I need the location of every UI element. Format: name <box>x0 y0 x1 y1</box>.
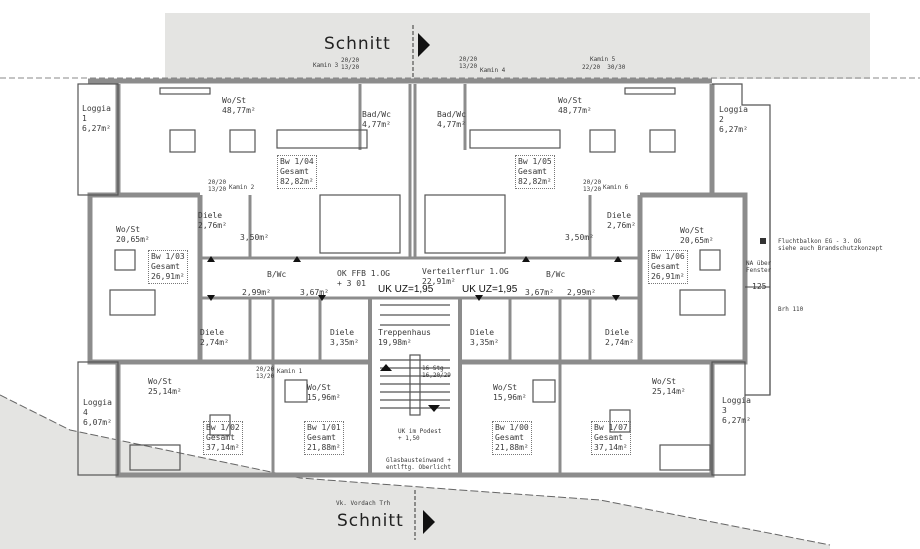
floor-level-annotation: OK FFB 1.OG + 3 01 <box>337 269 390 288</box>
unit-id: Bw 1/06 <box>651 252 685 261</box>
room-loggia-3: Loggia 3 6,27m² <box>722 396 751 425</box>
glass-wall-annotation: Glasbausteinwand + entlftg. Oberlicht <box>386 457 452 471</box>
unit-summary: Bw 1/06 Gesamt 26,91m² <box>648 250 688 284</box>
room-bath: Bad/Wc 4,77m² <box>362 110 391 129</box>
room-living: Wo/St 20,65m² <box>116 225 150 244</box>
room-bath: 3,50m² <box>565 233 594 242</box>
section-arrow-icon <box>418 33 430 57</box>
room-living: Wo/St 48,77m² <box>222 96 256 115</box>
chimney-label: Kamin 6 <box>603 184 629 191</box>
room-loggia-4: Loggia 4 6,07m² <box>83 398 112 427</box>
unit-id: Bw 1/04 <box>280 157 314 166</box>
unit-total-label: Gesamt <box>651 262 680 271</box>
unit-id: Bw 1/03 <box>151 252 185 261</box>
unit-area: 26,91m² <box>151 272 185 281</box>
room-living: Wo/St 48,77m² <box>558 96 592 115</box>
unit-total-label: Gesamt <box>518 167 547 176</box>
corridor-door-markers <box>207 256 622 412</box>
unit-total-label: Gesamt <box>151 262 180 271</box>
room-loggia-2: Loggia 2 6,27m² <box>719 105 748 134</box>
room-area: 2,99m² <box>567 288 596 297</box>
unit-area: 37,14m² <box>594 443 628 452</box>
chimney-size: 20/20 13/20 <box>459 56 478 70</box>
unit-area: 21,88m² <box>307 443 341 452</box>
unit-summary: Bw 1/02 Gesamt 37,14m² <box>203 421 243 455</box>
room-hall: Diele 2,74m² <box>200 328 229 347</box>
room-living: Wo/St 20,65m² <box>680 226 714 245</box>
chimney-label: Kamin 1 <box>277 368 303 375</box>
escape-balcony-annotation: Fluchtbalkon EG - 3. OG siehe auch Brand… <box>778 238 883 252</box>
unit-area: 82,82m² <box>518 177 552 186</box>
room-loggia-1: Loggia 1 6,27m² <box>82 104 111 133</box>
chimney-size: 20/20 13/20 <box>208 179 227 193</box>
room-living: Wo/St 15,96m² <box>493 383 527 402</box>
top-gray-band <box>165 13 870 79</box>
unit-id: Bw 1/00 <box>495 423 529 432</box>
room-hall: Diele 3,35m² <box>330 328 359 347</box>
stairs-annotation: 16 Stg 16,20/29 <box>422 365 451 379</box>
room-bath: B/Wc <box>267 270 287 279</box>
unit-total-label: Gesamt <box>280 167 309 176</box>
unit-total-label: Gesamt <box>206 433 235 442</box>
room-hall: Diele 2,76m² <box>607 211 636 230</box>
room-area: 3,67m² <box>300 288 329 297</box>
unit-total-label: Gesamt <box>495 433 524 442</box>
chimney-label: Kamin 4 <box>480 67 506 74</box>
unit-area: 26,91m² <box>651 272 685 281</box>
staircase <box>380 304 450 416</box>
dimension-125: 125 <box>752 282 767 291</box>
room-hall: Diele 3,35m² <box>470 328 499 347</box>
chimney-label: Kamin 5 <box>590 56 616 63</box>
unit-total-label: Gesamt <box>594 433 623 442</box>
room-stairwell: Treppenhaus 19,98m² <box>378 328 431 347</box>
unit-summary: Bw 1/07 Gesamt 37,14m² <box>591 421 631 455</box>
chimney-size: 22/20 30/30 <box>582 64 626 71</box>
unit-id: Bw 1/01 <box>307 423 341 432</box>
unit-area: 82,82m² <box>280 177 314 186</box>
landing-annotation: UK im Podest + 1,50 <box>398 428 442 442</box>
chimney-size: 20/20 13/20 <box>341 57 360 71</box>
underside-height-annotation: UK UZ=1,95 <box>378 284 434 295</box>
unit-area: 21,88m² <box>495 443 529 452</box>
unit-summary: Bw 1/05 Gesamt 82,82m² <box>515 155 555 189</box>
section-label-top: Schnitt <box>324 34 391 54</box>
chimney-size: 20/20 13/20 <box>256 366 275 380</box>
unit-summary: Bw 1/01 Gesamt 21,88m² <box>304 421 344 455</box>
room-area: 2,99m² <box>242 288 271 297</box>
room-bath: 3,50m² <box>240 233 269 242</box>
room-area: 3,67m² <box>525 288 554 297</box>
room-living: Wo/St 25,14m² <box>652 377 686 396</box>
room-bath: Bad/Wc 4,77m² <box>437 110 466 129</box>
unit-id: Bw 1/07 <box>594 423 628 432</box>
unit-id: Bw 1/05 <box>518 157 552 166</box>
room-bath: B/Wc <box>546 270 566 279</box>
unit-summary: Bw 1/03 Gesamt 26,91m² <box>148 250 188 284</box>
chimney-size: 20/20 13/20 <box>583 179 602 193</box>
section-label-bottom: Schnitt <box>337 511 404 531</box>
canopy-annotation: Vk. Vordach Trh <box>336 500 391 507</box>
window-annotation: NA über Fenster <box>746 260 772 274</box>
underside-height-annotation: UK UZ=1,95 <box>462 284 518 295</box>
unit-id: Bw 1/02 <box>206 423 240 432</box>
chimney-label: Kamin 3 <box>313 62 339 69</box>
bottom-gray-area <box>0 395 830 549</box>
unit-summary: Bw 1/04 Gesamt 82,82m² <box>277 155 317 189</box>
parapet-annotation: Brh 110 <box>778 306 804 313</box>
unit-summary: Bw 1/00 Gesamt 21,88m² <box>492 421 532 455</box>
chimney-label: Kamin 2 <box>229 184 255 191</box>
room-corridor: Verteilerflur 1.OG 22,91m² <box>422 267 509 286</box>
room-living: Wo/St 15,96m² <box>307 383 341 402</box>
unit-total-label: Gesamt <box>307 433 336 442</box>
room-hall: Diele 2,74m² <box>605 328 634 347</box>
room-hall: Diele 2,76m² <box>198 211 227 230</box>
room-living: Wo/St 25,14m² <box>148 377 182 396</box>
unit-area: 37,14m² <box>206 443 240 452</box>
section-arrow-icon <box>423 510 435 534</box>
